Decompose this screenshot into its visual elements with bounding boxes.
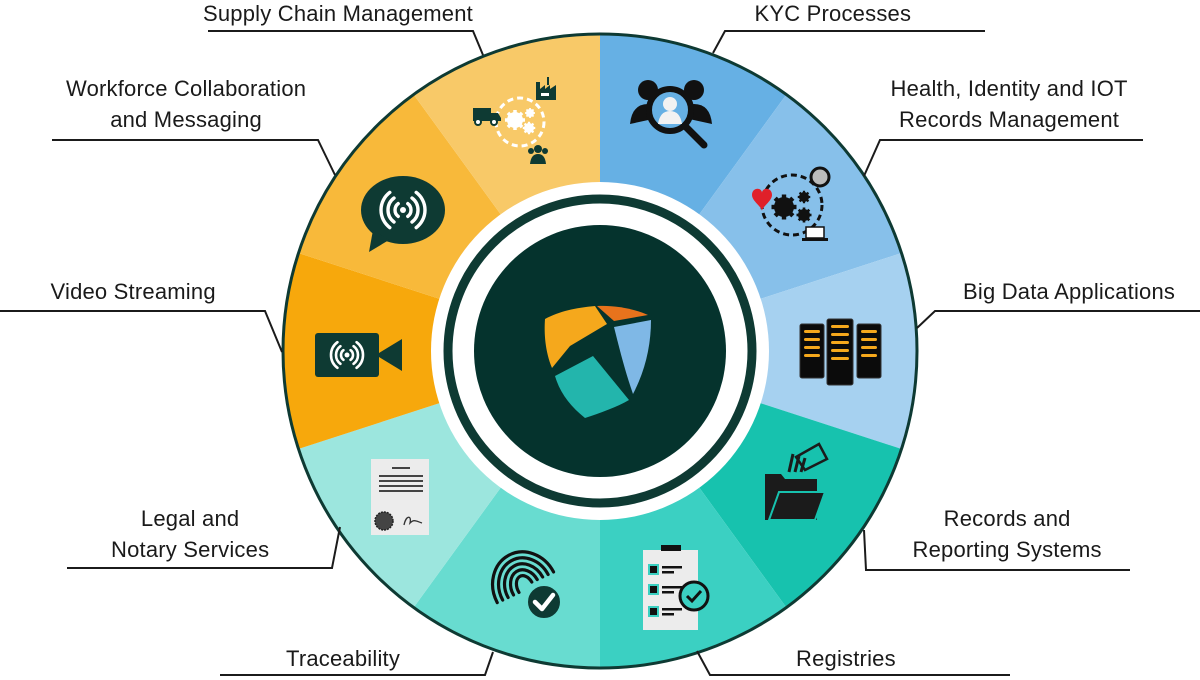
leader-line-records bbox=[863, 529, 1130, 571]
shield-piece-right bbox=[614, 320, 651, 394]
checklist-clipboard-icon bbox=[643, 545, 710, 630]
chat-broadcast-icon bbox=[361, 176, 445, 252]
server-rack-icon bbox=[799, 318, 882, 386]
leader-line-traceability bbox=[220, 651, 494, 676]
label-line: Health, Identity and IOT bbox=[890, 76, 1128, 101]
shield-logo bbox=[544, 305, 651, 418]
shield-piece-bottom bbox=[555, 356, 629, 418]
label-line: Video Streaming bbox=[50, 279, 216, 304]
label-line: Reporting Systems bbox=[912, 537, 1102, 562]
hub-dark-disk bbox=[474, 225, 726, 477]
video-camera-broadcast-icon bbox=[315, 333, 402, 377]
leader-line-registries bbox=[696, 650, 1010, 676]
label-traceability: Traceability bbox=[286, 643, 400, 674]
leader-line-health bbox=[863, 139, 1143, 177]
shield-piece-top-left bbox=[544, 306, 607, 368]
leader-line-video bbox=[0, 310, 283, 353]
folder-documents-icon bbox=[765, 442, 829, 521]
label-bigdata: Big Data Applications bbox=[963, 276, 1175, 307]
segment-icons bbox=[315, 77, 882, 630]
label-supply: Supply Chain Management bbox=[203, 0, 473, 29]
leader-lines bbox=[0, 30, 1200, 676]
center-hub bbox=[431, 182, 769, 520]
label-line: Supply Chain Management bbox=[203, 1, 473, 26]
shield-piece-top-right bbox=[597, 305, 648, 321]
label-line: Records Management bbox=[899, 107, 1120, 132]
label-line: Notary Services bbox=[111, 537, 270, 562]
supply-chain-icon bbox=[473, 77, 556, 164]
label-line: Records and bbox=[943, 506, 1071, 531]
label-health: Health, Identity and IOT Records Manageme… bbox=[891, 73, 1128, 135]
label-line: Big Data Applications bbox=[963, 279, 1176, 304]
label-workforce: Workforce Collaboration and Messaging bbox=[66, 73, 306, 135]
leader-line-legal bbox=[67, 526, 341, 569]
leader-line-supply bbox=[208, 30, 484, 56]
label-line: Legal and bbox=[140, 506, 240, 531]
label-line: and Messaging bbox=[110, 107, 262, 132]
hub-dark-ring bbox=[443, 194, 757, 508]
label-line: Workforce Collaboration bbox=[66, 76, 307, 101]
label-registries: Registries bbox=[796, 643, 896, 674]
user-search-icon bbox=[630, 80, 712, 149]
notary-document-icon bbox=[371, 459, 429, 535]
label-kyc: KYC Processes bbox=[755, 0, 912, 29]
leader-line-bigdata bbox=[916, 310, 1200, 329]
label-video: Video Streaming bbox=[51, 276, 216, 307]
health-iot-gears-icon bbox=[752, 166, 831, 241]
label-line: Registries bbox=[796, 646, 896, 671]
fingerprint-check-icon bbox=[490, 550, 562, 620]
leader-line-workforce bbox=[52, 139, 336, 176]
leader-line-kyc bbox=[712, 30, 985, 54]
wheel-outline bbox=[281, 32, 919, 670]
label-line: Traceability bbox=[286, 646, 401, 671]
label-line: KYC Processes bbox=[754, 1, 912, 26]
